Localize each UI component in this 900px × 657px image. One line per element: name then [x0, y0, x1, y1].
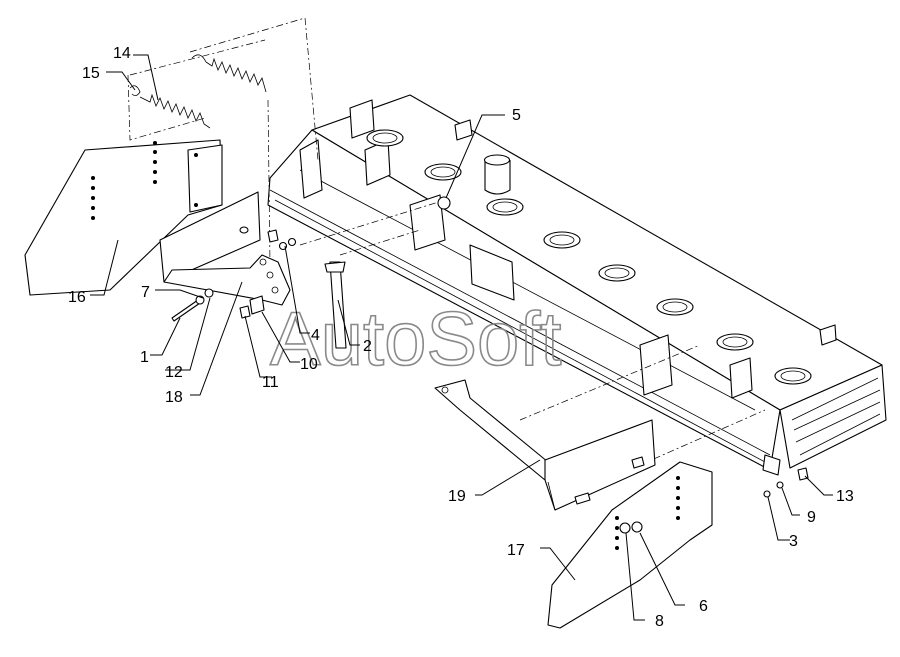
callout-14: 14: [113, 45, 131, 62]
callouts: 14 15 5 16 7 1 12 18 11 10 4 2 19 17 6 8…: [68, 45, 854, 630]
callout-1: 1: [140, 349, 149, 366]
callout-7: 7: [141, 284, 150, 301]
bearing-rings: [366, 129, 812, 385]
callout-4: 4: [311, 327, 320, 344]
callout-16: 16: [68, 289, 86, 306]
callout-12: 12: [165, 364, 183, 381]
callout-10: 10: [300, 356, 318, 373]
callout-11: 11: [262, 374, 279, 391]
side-plate-17: [547, 461, 713, 629]
fasteners-right: [437, 196, 809, 498]
callout-3: 3: [789, 533, 798, 550]
callout-18: 18: [165, 389, 183, 406]
callout-6: 6: [699, 598, 708, 615]
watermark: AutoSoft: [270, 297, 562, 382]
fasteners-left: [171, 229, 347, 349]
callout-15: 15: [82, 65, 100, 82]
callout-9: 9: [807, 509, 816, 526]
spring-14: [139, 54, 267, 129]
main-frame: [267, 94, 887, 476]
bracket-18: [159, 191, 291, 306]
hook-15: [129, 85, 141, 96]
side-plate-16: [24, 139, 223, 296]
callout-2: 2: [363, 338, 372, 355]
callout-19: 19: [448, 488, 466, 505]
callout-8: 8: [655, 613, 664, 630]
callout-17: 17: [507, 542, 525, 559]
callout-13: 13: [836, 488, 854, 505]
leader-lines: [90, 54, 833, 621]
bracket-19: [434, 379, 656, 511]
callout-5: 5: [512, 107, 521, 124]
